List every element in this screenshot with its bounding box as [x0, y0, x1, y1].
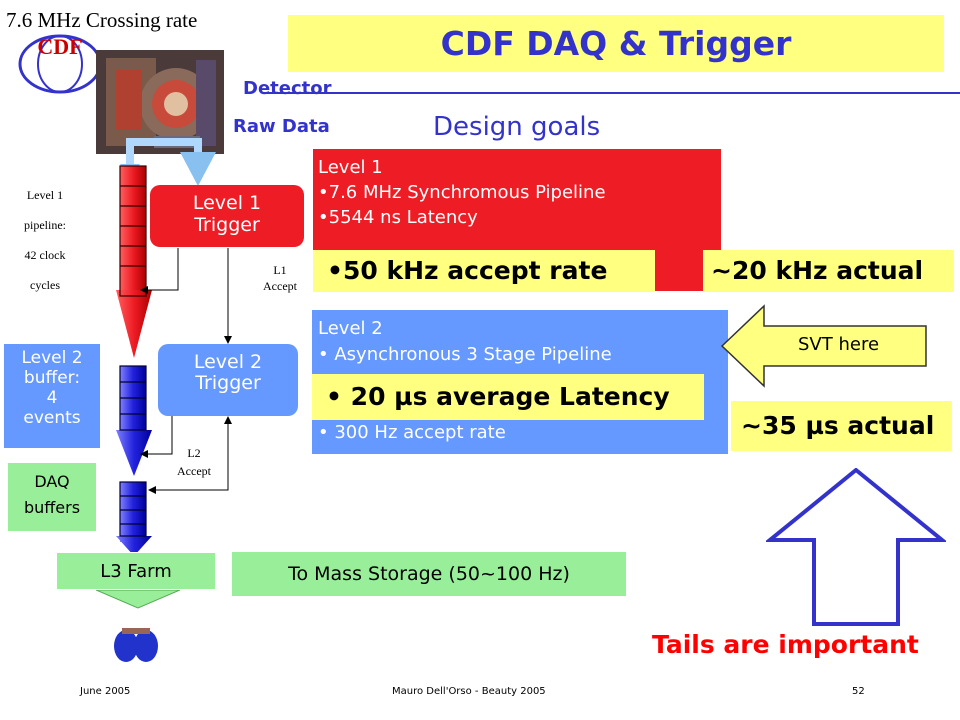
- mass-storage-box: To Mass Storage (50~100 Hz): [232, 552, 626, 596]
- cdf-logo: CDF: [18, 34, 102, 94]
- level1-panel-heading: Level 1: [318, 157, 383, 178]
- level2-trigger-box: Level 2 Trigger: [158, 344, 298, 416]
- svt-callout-arrow: [720, 304, 927, 388]
- latency-highlight: • 20 µs average Latency: [312, 374, 704, 420]
- accept-rate-highlight: •50 kHz accept rate: [313, 250, 655, 292]
- footer-author: Mauro Dell'Orso - Beauty 2005: [392, 686, 546, 697]
- footer-page-number: 52: [852, 686, 865, 697]
- level2-panel-item: • 300 Hz accept rate: [318, 422, 506, 443]
- tails-note: Tails are important: [652, 630, 919, 659]
- title-banner: [288, 15, 944, 72]
- tape-storage-icon: [114, 628, 158, 662]
- design-goals-heading: Design goals: [433, 112, 601, 142]
- footer-date: June 2005: [80, 686, 131, 697]
- level2-buffer-box: Level 2 buffer: 4 events: [4, 344, 100, 448]
- header-rule: [263, 92, 960, 94]
- detector-label: Detector: [243, 78, 332, 99]
- level2-panel-heading: Level 2: [318, 318, 383, 339]
- level1-panel-item: •5544 ns Latency: [318, 207, 478, 228]
- l1-accept-label: L1 Accept: [263, 263, 297, 293]
- level1-trigger-box: Level 1 Trigger: [150, 185, 304, 247]
- raw-data-label: Raw Data: [233, 116, 330, 137]
- l2-accept-label: L2 Accept: [177, 446, 211, 478]
- l3-farm-box: L3 Farm: [56, 552, 216, 590]
- accept-actual-highlight: ~20 kHz actual: [703, 250, 954, 292]
- page-title: CDF DAQ & Trigger: [440, 24, 792, 63]
- logo-text: CDF: [37, 34, 82, 59]
- l3-output-arrow: [96, 589, 180, 609]
- level1-panel-item: •7.6 MHz Synchromous Pipeline: [318, 182, 606, 203]
- pipeline-column: [116, 165, 152, 556]
- latency-actual-highlight: ~35 µs actual: [731, 401, 952, 451]
- daq-buffers-box: DAQ buffers: [8, 463, 96, 531]
- svt-label: SVT here: [798, 334, 880, 355]
- crossing-rate-label: 7.6 MHz Crossing rate: [6, 8, 198, 32]
- trigger-connectors: [140, 248, 232, 494]
- level1-pipeline-label: Level 1 pipeline: 42 clock cycles: [24, 188, 66, 292]
- up-arrow-icon: [766, 468, 946, 626]
- level2-panel-item: • Asynchronous 3 Stage Pipeline: [318, 344, 612, 365]
